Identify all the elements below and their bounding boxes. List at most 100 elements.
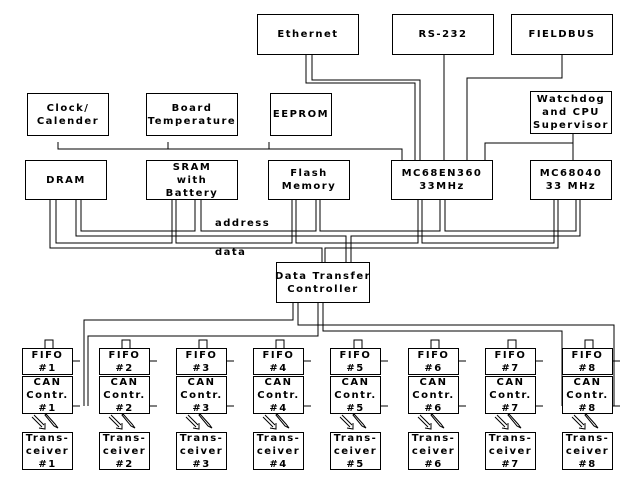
fifo-tap — [198, 339, 208, 348]
transceiver-block-7: Trans-ceiver#7 — [485, 432, 536, 470]
transceiver-block-6-label-line: Trans- — [411, 432, 456, 444]
transceiver-block-8: Trans-ceiver#8 — [562, 432, 613, 470]
mc68040-block-label-line: 33 MHz — [545, 181, 597, 192]
address-bus — [75, 200, 347, 262]
transceiver-block-4-label-line: #4 — [269, 458, 288, 470]
mc68040-block-label-line: MC68040 — [539, 168, 603, 179]
can-controller-block-7-label-line: Contr. — [489, 389, 532, 401]
fifo-block-1-label-line: #1 — [38, 362, 57, 374]
clock-block: Clock/Calender — [27, 93, 109, 136]
fifo-block-8-label-line: FIFO — [571, 349, 604, 361]
can-controller-block-7-label-line: CAN — [496, 376, 525, 388]
transceiver-block-8-label-line: #8 — [578, 458, 597, 470]
data-transfer-controller-block-label-line: Data Transfer — [274, 270, 372, 282]
can-controller-block-8-label-line: CAN — [573, 376, 602, 388]
can-controller-block-5-label-line: #5 — [346, 402, 365, 414]
data-bus — [55, 200, 173, 244]
clock-block-label-line: Calender — [36, 115, 100, 127]
transceiver-block-3: Trans-ceiver#3 — [176, 432, 227, 470]
transceiver-block-1-label-line: #1 — [38, 458, 57, 470]
dtc-bus — [83, 303, 294, 406]
fifo-block-4-label-line: FIFO — [262, 349, 295, 361]
fifo-block-2: FIFO#2 — [99, 348, 150, 375]
rs232-block: RS-232 — [392, 14, 494, 55]
fifo-block-7: FIFO#7 — [485, 348, 536, 375]
address-bus — [350, 200, 581, 262]
transceiver-block-7-label-line: Trans- — [488, 432, 533, 444]
transceiver-block-2-label-line: Trans- — [102, 432, 147, 444]
fifo-block-7-label-line: FIFO — [494, 349, 527, 361]
fieldbus-block-label-line: FIELDBUS — [528, 29, 596, 40]
dtc-bus — [297, 303, 615, 406]
transceiver-block-6-label-line: ceiver — [411, 445, 456, 457]
can-controller-block-5-label-line: CAN — [341, 376, 370, 388]
can-controller-block-8-label-line: Contr. — [566, 389, 609, 401]
fifo-block-6: FIFO#6 — [408, 348, 459, 375]
dtc-bus — [87, 303, 319, 406]
can-controller-block-1-label-line: Contr. — [26, 389, 69, 401]
ethernet-link — [305, 55, 416, 160]
can-controller-block-1-label-line: #1 — [38, 402, 57, 414]
address-bus-label: address — [215, 218, 271, 229]
bidirectional-arrow-icon — [339, 413, 367, 430]
fifo-block-6-label-line: #6 — [424, 362, 443, 374]
clock-block-label-line: Clock/ — [46, 102, 90, 114]
data-bus — [324, 200, 559, 262]
data-bus — [49, 200, 323, 262]
dram-block: DRAM — [25, 160, 107, 200]
fifo-tap — [584, 339, 594, 348]
bidirectional-arrow-icon — [494, 413, 522, 430]
bidirectional-arrow-icon — [108, 413, 136, 430]
mc68040-block: MC68040 33 MHz — [530, 160, 612, 200]
can-controller-block-1-label-line: CAN — [33, 376, 62, 388]
can-controller-block-5-label-line: Contr. — [334, 389, 377, 401]
ethernet-link — [311, 55, 421, 160]
fieldbus-link — [466, 55, 563, 160]
transceiver-block-2-label-line: #2 — [115, 458, 134, 470]
transceiver-block-2: Trans-ceiver#2 — [99, 432, 150, 470]
fifo-tap — [44, 339, 54, 348]
transceiver-block-4-label-line: ceiver — [256, 445, 301, 457]
can-controller-block-4-label-line: Contr. — [257, 389, 300, 401]
dram-block-label-line: DRAM — [46, 174, 86, 186]
eeprom-block-label-line: EEPROM — [272, 109, 330, 120]
ethernet-block: Ethernet — [257, 14, 359, 55]
watchdog-link — [484, 142, 573, 160]
watchdog-block-label-line: and CPU — [542, 107, 600, 118]
fifo-tap — [275, 339, 285, 348]
fifo-block-1: FIFO#1 — [22, 348, 73, 375]
fifo-block-2-label-line: FIFO — [108, 349, 141, 361]
fifo-block-2-label-line: #2 — [115, 362, 134, 374]
rs232-block-label-line: RS-232 — [418, 29, 468, 40]
mc68en360-block: MC68EN360 33MHz — [391, 160, 493, 200]
address-bus — [444, 200, 577, 232]
can-controller-block-3-label-line: CAN — [187, 376, 216, 388]
bidirectional-arrow-icon — [31, 413, 59, 430]
fifo-block-8-label-line: #8 — [578, 362, 597, 374]
transceiver-block-3-label-line: #3 — [192, 458, 211, 470]
mc68en360-block-label-line: MC68EN360 — [401, 168, 483, 179]
transceiver-block-7-label-line: ceiver — [488, 445, 533, 457]
transceiver-block-5: Trans-ceiver#5 — [330, 432, 381, 470]
eeprom-block: EEPROM — [270, 93, 332, 136]
can-controller-block-3-label-line: Contr. — [180, 389, 223, 401]
can-controller-block-7-label-line: #7 — [501, 402, 520, 414]
sram-block-label-line: SRAM — [172, 161, 212, 173]
flash-block-label-line: Memory — [281, 181, 337, 192]
can-controller-block-4-label-line: CAN — [264, 376, 293, 388]
mc68en360-block-label-line: 33MHz — [419, 181, 465, 192]
bidirectional-arrow-icon — [417, 413, 445, 430]
transceiver-block-6: Trans-ceiver#6 — [408, 432, 459, 470]
transceiver-block-1: Trans-ceiver#1 — [22, 432, 73, 470]
can-controller-block-3-label-line: #3 — [192, 402, 211, 414]
data-transfer-controller-block-label-line: Controller — [287, 283, 359, 295]
